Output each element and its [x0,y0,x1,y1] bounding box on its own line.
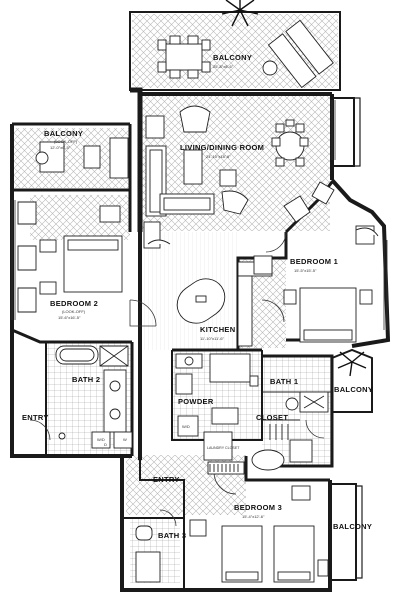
balcony-top-furniture [157,19,334,89]
room-label-balcony-bottom: BALCONY [333,522,373,531]
washer-label: W [123,437,127,442]
laundry-closet-label: LAUNDRY CLOSET [207,446,240,450]
room-label-bedroom-2: BEDROOM 2 [50,299,99,308]
wd-label-powder: W/D [182,424,190,429]
room-label-kitchen: KITCHEN [200,325,236,334]
room-dims-bedroom-3: 15'-4"x12'-6" [242,514,265,519]
bath-1-fixtures [177,375,332,475]
room-label-bath-1: BATH 1 [270,377,299,386]
palm-plant-icon [221,0,367,377]
bedroom-3-furniture [135,485,329,583]
room-dims-living-dining: 24'-10"x18'-6" [206,154,231,159]
room-label-balcony-right: BALCONY [334,385,374,394]
room-label-balcony-top: BALCONY [213,53,253,62]
room-dims-balcony-top: 25'-8"x8'-6" [213,64,234,69]
wd-label-left: W/D [97,437,105,442]
room-label-balcony-left: BALCONY [44,129,84,138]
room-dims-balcony-left: 12'-0"x6'-5" [50,145,71,150]
room-dims-bedroom-1: 15'-5"x15'-5" [294,268,317,273]
dryer-label: D [104,442,107,447]
room-label-powder: POWDER [178,397,214,406]
room-label-bedroom-3: BEDROOM 3 [234,503,283,512]
room-sub-balcony-left: (LOOK-OFF) [54,139,78,144]
room-label-bedroom-1: BEDROOM 1 [290,257,339,266]
room-dims-kitchen: 11'-10"x11'-6" [200,336,225,341]
small-balconies [354,97,363,579]
bath-2-fixtures [55,345,133,449]
bedroom-1-furniture [253,225,379,343]
room-dims-bedroom-2: 15'-6"x16'-5" [58,315,81,320]
room-label-entry-main: ENTRY [153,475,180,484]
room-sub-bedroom-2: (LOOK-OFF) [62,309,86,314]
living-furniture [143,105,335,249]
bedroom-2-furniture [17,137,129,313]
room-label-closet: CLOSET [256,413,289,422]
room-label-entry-left: ENTRY [22,413,49,422]
windows [11,100,388,330]
room-label-bath-3: BATH 3 [158,531,187,540]
room-label-bath-2: BATH 2 [72,375,101,384]
doors [29,231,325,527]
room-label-living-dining: LIVING/DINING ROOM [180,143,265,152]
